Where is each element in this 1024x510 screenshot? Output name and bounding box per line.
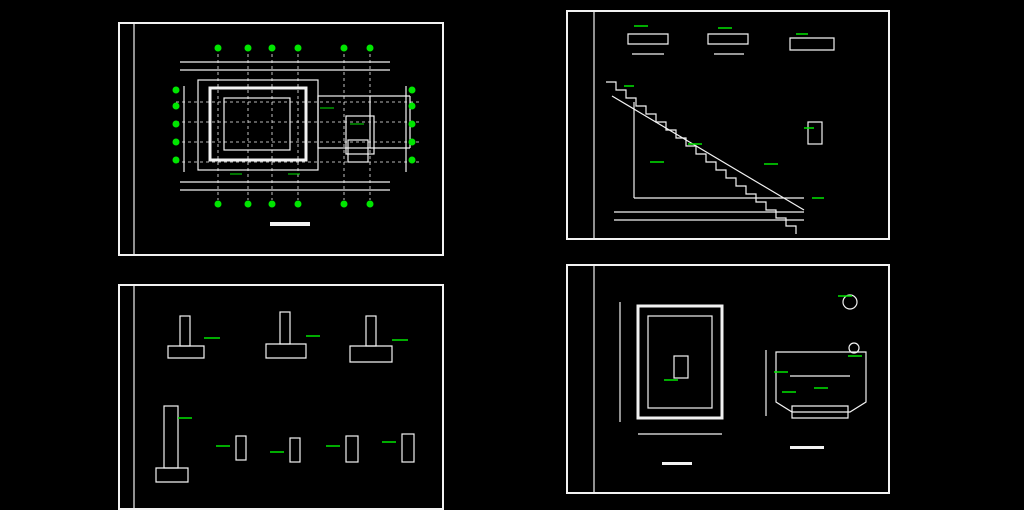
pit-drawing	[593, 266, 867, 492]
plan-sheet	[118, 22, 444, 256]
pit-sheet	[566, 264, 890, 494]
details-drawing	[133, 286, 415, 508]
stair-sheet	[566, 10, 890, 240]
stair-drawing	[593, 12, 835, 238]
plan-drawing	[133, 24, 420, 254]
details-sheet	[118, 284, 444, 510]
